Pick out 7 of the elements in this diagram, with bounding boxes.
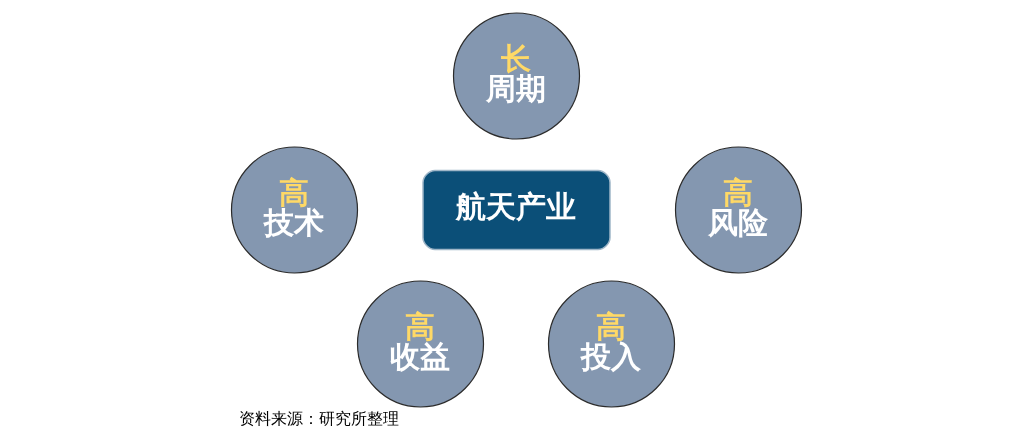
node-circle: 长 周期 xyxy=(452,11,581,140)
node-box: 航天产业 xyxy=(422,169,611,250)
node-circle: 高 技术 xyxy=(230,145,359,274)
node-circle: 高 收益 xyxy=(356,279,485,408)
node-circle: 高 投入 xyxy=(547,279,676,408)
node-circle: 高 风险 xyxy=(674,145,803,274)
caption: 资料来源：研究所整理 xyxy=(238,408,399,428)
